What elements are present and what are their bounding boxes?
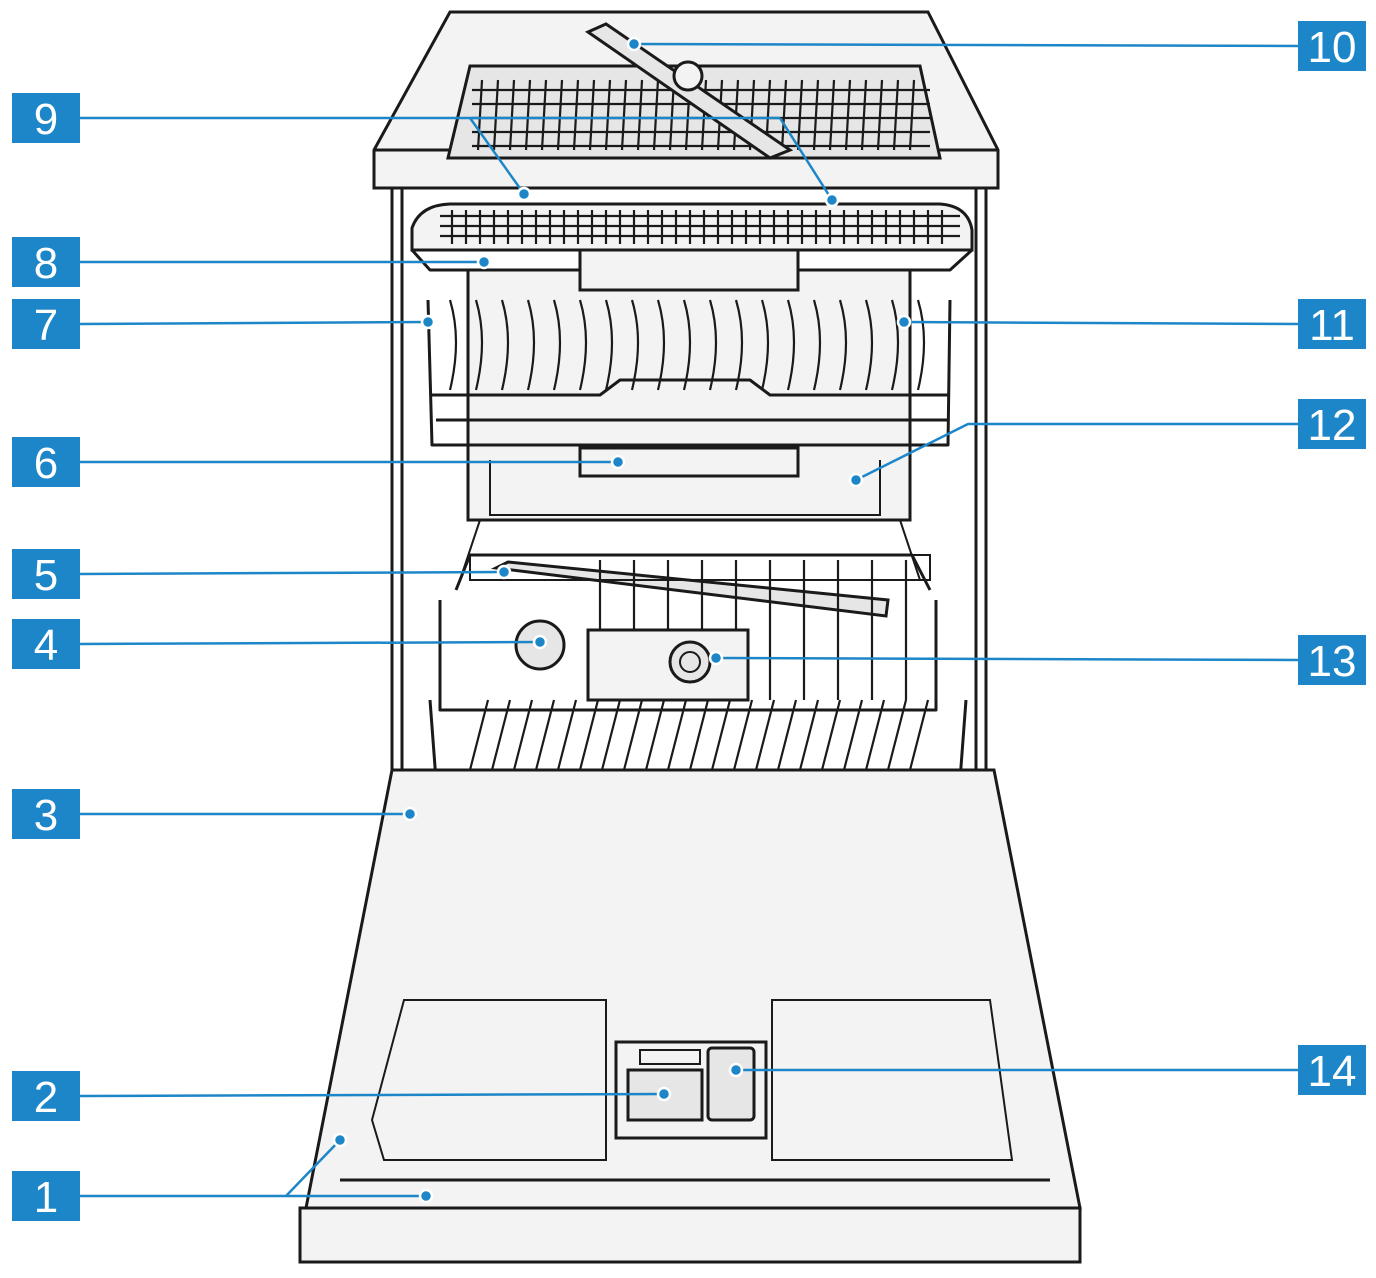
callout-leader-5 — [79, 564, 512, 580]
callout-leader-2 — [79, 1086, 672, 1102]
callout-number: 11 — [1309, 301, 1355, 350]
callout-number: 13 — [1308, 637, 1357, 686]
callout-leader-7 — [79, 314, 436, 330]
callout-number: 3 — [34, 791, 58, 840]
callout-point-5 — [496, 564, 512, 580]
callout-badge-13: 13 — [1298, 635, 1366, 686]
callout-point-1 — [418, 1188, 434, 1204]
callout-leader-11 — [896, 314, 1299, 330]
callout-point-9 — [516, 186, 532, 202]
callout-number: 14 — [1308, 1047, 1357, 1096]
callout-badge-7: 7 — [12, 299, 80, 350]
callout-leader-3 — [80, 806, 418, 822]
callout-number: 6 — [34, 439, 58, 488]
callout-point-1 — [332, 1132, 348, 1148]
dishwasher-illustration — [298, 10, 1082, 1264]
callout-badge-3: 3 — [12, 789, 80, 840]
callout-number: 12 — [1308, 401, 1357, 450]
callout-number: 4 — [34, 621, 58, 670]
callout-leader-13 — [708, 650, 1299, 666]
callout-leader-14 — [728, 1062, 1298, 1078]
callout-point-9 — [824, 192, 840, 208]
callout-leader-12 — [848, 422, 1298, 488]
callout-point-6 — [610, 454, 626, 470]
callout-point-14 — [728, 1062, 744, 1078]
callout-badge-8: 8 — [12, 237, 80, 288]
callout-number: 5 — [34, 551, 58, 600]
callout-point-4 — [532, 634, 548, 650]
callout-number: 9 — [34, 95, 58, 144]
callout-badge-14: 14 — [1298, 1045, 1366, 1096]
callout-badge-11: 11 — [1298, 299, 1366, 350]
callout-leader-1 — [80, 1132, 434, 1204]
callout-badge-2: 2 — [12, 1071, 80, 1122]
callout-point-11 — [896, 314, 912, 330]
callout-point-13 — [708, 650, 724, 666]
callout-badge-12: 12 — [1298, 399, 1366, 450]
callout-number: 7 — [34, 301, 58, 350]
callout-leader-4 — [79, 634, 548, 650]
callout-badge-6: 6 — [12, 437, 80, 488]
callout-number: 8 — [34, 239, 58, 288]
door — [298, 768, 1082, 1264]
callout-number: 2 — [34, 1073, 58, 1122]
callout-leader-6 — [80, 454, 626, 470]
middle-spray-arm — [469, 554, 931, 618]
callout-point-10 — [626, 36, 642, 52]
callout-point-3 — [402, 806, 418, 822]
callout-leader-9 — [80, 116, 840, 208]
callout-leader-10 — [626, 36, 1299, 52]
callout-badge-9: 9 — [12, 93, 80, 144]
callout-leader-8 — [80, 254, 492, 270]
callout-number: 1 — [34, 1173, 58, 1222]
callout-point-7 — [420, 314, 436, 330]
callout-badge-4: 4 — [12, 619, 80, 670]
top-spray-arm — [584, 22, 794, 160]
callout-point-2 — [656, 1086, 672, 1102]
callout-badge-5: 5 — [12, 549, 80, 600]
callout-point-8 — [476, 254, 492, 270]
callout-badge-10: 10 — [1298, 21, 1366, 72]
callout-badge-1: 1 — [12, 1171, 80, 1222]
callout-leaders — [79, 36, 1299, 1204]
callout-point-12 — [848, 472, 864, 488]
callout-number: 10 — [1308, 23, 1357, 72]
